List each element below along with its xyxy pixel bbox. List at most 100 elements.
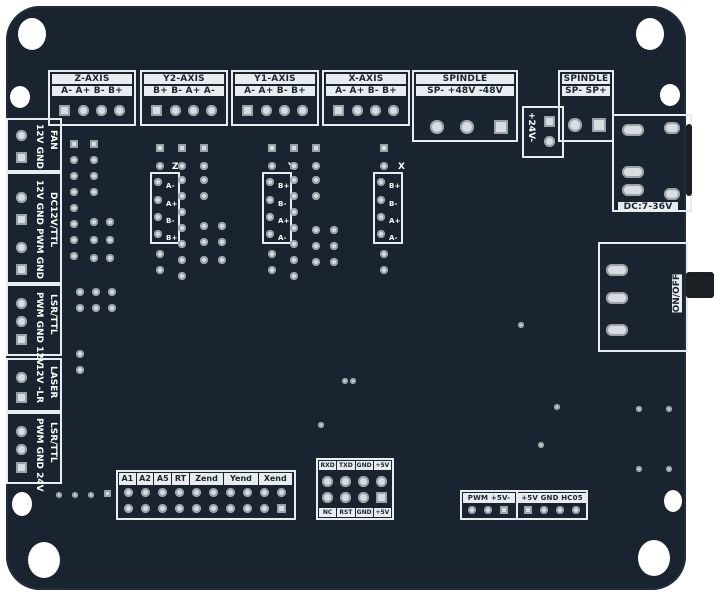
via-pad [218,238,226,246]
via-pad [70,252,78,260]
aux-pad [500,506,508,514]
uart-label: +5V [373,461,391,470]
connector-pins: A- A+ B- B+ [52,86,132,96]
limit-pin-pad [141,488,150,497]
aux-header: PWM +5V- +5V GND HC05 [460,490,588,520]
terminal-pad [16,242,27,253]
power-switch-toggle[interactable] [686,272,714,298]
mounting-hole-right-upper [660,84,680,106]
via-pad [312,192,320,200]
via-pad [76,350,84,358]
driver-pin-label: A+ [278,217,290,225]
limit-pin-pad [277,488,286,497]
terminal-pad [188,105,199,116]
connector-y2-axis: Y2-AXIS B+ B- A+ A- [140,70,228,126]
terminal-pad [242,105,253,116]
via-pad [268,250,276,258]
aux-pad [540,506,548,514]
dc-input-label: DC:7-36V [618,202,678,212]
connector-spindle: SPINDLE SP- SP+ [558,70,614,142]
connector-title: X-AXIS [326,74,406,84]
terminal-pad [151,105,162,116]
via-pad [200,238,208,246]
terminal-pad [592,118,606,132]
terminal-pad [388,105,399,116]
limit-pin-pad [124,504,133,513]
connector-pins: PWM GND 24V [34,418,44,492]
via-pad [154,230,162,238]
via-pad [266,213,274,221]
via-pad [266,178,274,186]
uart-label: TXD [337,461,355,470]
terminal-pad [16,334,27,345]
jack-pad [622,184,644,196]
aux-label-left: PWM +5V- [463,493,515,503]
connector-title: LSR/TTL [48,422,58,463]
via-pad [156,162,164,170]
terminal-pad [114,105,125,116]
limit-pin-pad [260,488,269,497]
via-pad [154,178,162,186]
via-pad [666,406,672,412]
uart-pin-pad [322,476,333,487]
connector-spindle-48v: SPINDLE SP- +48V -48V [412,70,518,142]
uart-pin-pad [358,476,369,487]
limit-pin-pad [158,488,167,497]
via-pad [178,144,186,152]
driver-pin-label: A- [389,234,398,242]
via-pad [178,162,186,170]
uart-pin-pad [340,476,351,487]
aux-pad [468,506,476,514]
via-pad [380,250,388,258]
mounting-hole-left-upper [10,86,30,108]
uart-pin-pad [322,492,333,503]
via-pad [90,254,98,262]
via-pad [72,492,78,498]
jack-pad [622,124,644,136]
via-pad [108,288,116,296]
via-pad [218,256,226,264]
via-pad [70,204,78,212]
via-pad [200,162,208,170]
via-pad [200,144,208,152]
via-pad [377,178,385,186]
terminal-pad [16,130,27,141]
via-pad [290,256,298,264]
via-pad [666,466,672,472]
connector-pins: A- A+ B- B+ [235,86,315,96]
limit-pin-pad [243,504,252,513]
mounting-hole-top-right [636,18,664,50]
terminal-pad [16,392,27,403]
limit-pin-pad [158,504,167,513]
via-pad [380,162,388,170]
connector-title: DC12V/TTL [48,192,58,248]
via-pad [268,162,276,170]
via-pad [268,266,276,274]
connector-title: LASER [48,366,58,399]
connector-pins: SP- SP+ [562,86,610,96]
via-pad [290,162,298,170]
via-pad [312,162,320,170]
terminal-pad [16,462,27,473]
via-pad [200,176,208,184]
switch-pad [606,292,628,304]
aux-pad [484,506,492,514]
terminal-pad [544,136,555,147]
via-pad [90,218,98,226]
via-pad [156,266,164,274]
terminal-pad [430,120,444,134]
via-pad [70,188,78,196]
terminal-pad [16,316,27,327]
limit-pin-pad [277,504,286,513]
connector-pins: B+ B- A+ A- [144,86,224,96]
limit-label: Xend [259,473,294,485]
aux-pad [524,506,532,514]
uart-label: GND [355,508,373,517]
via-pad [290,144,298,152]
uart-pin-pad [376,476,387,487]
via-pad [70,220,78,228]
jack-pad [664,122,680,134]
via-pad [178,224,186,232]
limit-pin-pad [141,504,150,513]
mounting-hole-right-lower [664,490,682,512]
